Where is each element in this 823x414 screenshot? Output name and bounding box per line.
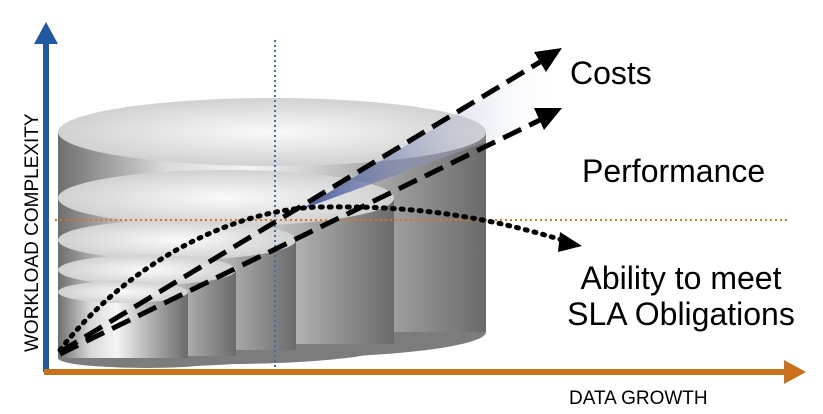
y-axis-label: WORKLOAD COMPLEXITY bbox=[22, 113, 43, 352]
sla-ability-curve bbox=[57, 204, 565, 353]
performance-label: Performance bbox=[582, 153, 766, 189]
costs-label: Costs bbox=[570, 55, 652, 91]
x-axis-label: DATA GROWTH bbox=[569, 388, 708, 409]
costs-arrowhead bbox=[534, 48, 562, 72]
sla-label-line2: SLA Obligations bbox=[567, 296, 795, 332]
sla-label-line1: Ability to meet bbox=[580, 260, 782, 296]
x-axis-arrowhead bbox=[784, 360, 806, 384]
performance-line bbox=[58, 117, 542, 357]
sla-label: Ability to meet SLA Obligations bbox=[550, 260, 812, 332]
sla-arrowhead bbox=[558, 232, 582, 252]
cost-performance-gap-wedge bbox=[300, 55, 560, 210]
costs-line bbox=[58, 59, 542, 355]
performance-arrowhead bbox=[534, 108, 562, 130]
y-axis-arrowhead bbox=[34, 22, 58, 44]
